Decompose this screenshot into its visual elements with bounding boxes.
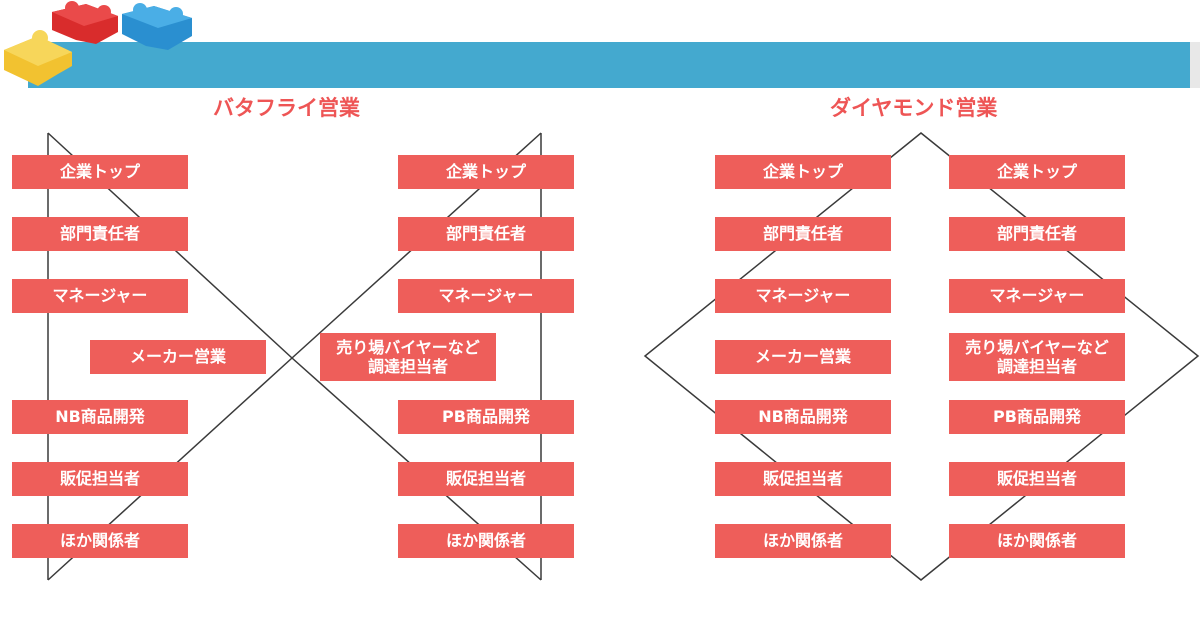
butterfly-right-box: 売り場バイヤーなど 調達担当者 (320, 333, 496, 381)
diamond-right-box: 販促担当者 (949, 462, 1125, 496)
diamond-left-box: ほか関係者 (715, 524, 891, 558)
diamond-title: ダイヤモンド営業 (830, 96, 998, 120)
puzzle-red-icon (52, 1, 118, 44)
butterfly-left-box: ほか関係者 (12, 524, 188, 558)
puzzle-pieces-icon (4, 1, 192, 86)
butterfly-right-box: ほか関係者 (398, 524, 574, 558)
butterfly-left-box: 販促担当者 (12, 462, 188, 496)
diamond-left-box: 部門責任者 (715, 217, 891, 251)
header-banner (28, 42, 1190, 88)
butterfly-left-box: 部門責任者 (12, 217, 188, 251)
diamond-right-box: 売り場バイヤーなど 調達担当者 (949, 333, 1125, 381)
butterfly-right-box: PB商品開発 (398, 400, 574, 434)
butterfly-right-box: 企業トップ (398, 155, 574, 189)
butterfly-left-box: マネージャー (12, 279, 188, 313)
butterfly-left-box: 企業トップ (12, 155, 188, 189)
diamond-left-box: 販促担当者 (715, 462, 891, 496)
butterfly-right-box: 部門責任者 (398, 217, 574, 251)
diamond-left-box: 企業トップ (715, 155, 891, 189)
puzzle-blue-icon (122, 3, 192, 50)
butterfly-title: バタフライ営業 (213, 96, 360, 120)
butterfly-left-box: NB商品開発 (12, 400, 188, 434)
puzzle-yellow-icon (4, 30, 72, 86)
diamond-right-box: PB商品開発 (949, 400, 1125, 434)
butterfly-right-box: 販促担当者 (398, 462, 574, 496)
diamond-right-box: ほか関係者 (949, 524, 1125, 558)
diamond-right-box: 部門責任者 (949, 217, 1125, 251)
diamond-right-box: 企業トップ (949, 155, 1125, 189)
header-banner-edge (1190, 42, 1200, 88)
diamond-right-box: マネージャー (949, 279, 1125, 313)
diamond-left-box: NB商品開発 (715, 400, 891, 434)
diamond-left-box: メーカー営業 (715, 340, 891, 374)
butterfly-right-box: マネージャー (398, 279, 574, 313)
diamond-left-box: マネージャー (715, 279, 891, 313)
butterfly-left-box: メーカー営業 (90, 340, 266, 374)
